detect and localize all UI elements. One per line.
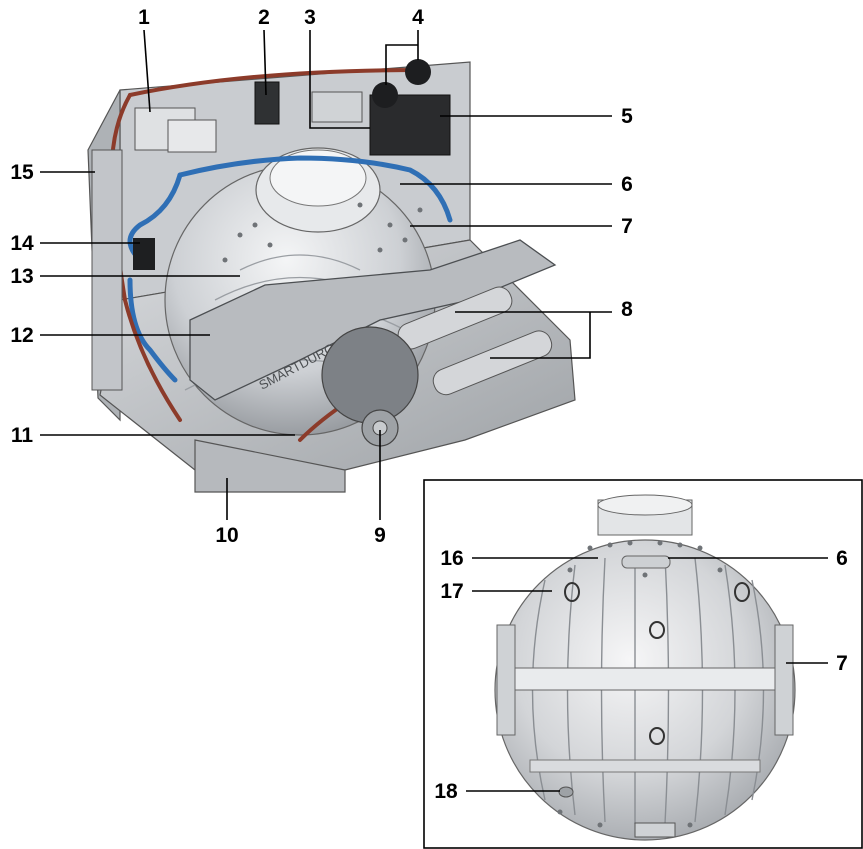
callout-4: 4 [412,6,424,29]
leader-8 [455,311,612,359]
callout-10: 10 [215,524,238,547]
valve-knob-b [405,59,431,85]
inset-right-bracket [774,624,794,736]
callout-18: 18 [434,780,458,803]
callout-14: 14 [10,232,34,255]
inset-holes [557,540,723,828]
blue-hoses [127,155,453,383]
inset-springs [564,582,750,745]
leader-3 [309,30,370,129]
main-assembly: SMARTDURO [87,59,576,493]
callout-8: 8 [621,298,633,321]
callout-11: 11 [11,424,34,447]
callout-7: 7 [621,215,633,238]
callout-17: 17 [440,580,463,603]
callout-5: 5 [621,105,633,128]
inset-callout-7: 7 [836,652,848,675]
sphere-top-dome [269,149,367,207]
valve-knob-a [372,82,398,108]
leader-1 [143,29,151,113]
inset-callout-6: 6 [836,547,848,570]
callout-16: 16 [440,547,463,570]
top-component-1b [167,119,217,153]
inset-equator-band [504,667,788,691]
callout-15: 15 [10,161,34,184]
callout-1: 1 [138,6,150,29]
sphere-holes [222,202,423,263]
leader-2 [263,29,267,96]
callout-2: 2 [258,6,270,29]
pivot-gear [321,326,419,424]
leader-4 [385,30,419,85]
inset-panel: 16 17 6 7 18 [423,479,863,849]
inset-bottom-bracket [634,822,676,838]
callout-13: 13 [10,265,33,288]
inset-lower-band [529,759,761,773]
callout-6: 6 [621,173,633,196]
inset-left-bracket [496,624,516,736]
inset-bottom-port [558,786,574,798]
housing-front-block [194,439,346,493]
actuator-cylinders [397,286,553,396]
side-panel [91,149,123,391]
main-callouts: 1 2 3 4 5 6 7 8 9 10 11 12 13 [10,6,633,547]
callout-9: 9 [374,524,386,547]
top-component-3 [311,91,363,123]
callout-12: 12 [10,324,33,347]
side-block [133,238,155,270]
inset-top-port [621,555,671,569]
top-component-2 [254,81,280,125]
callout-3: 3 [304,6,316,29]
